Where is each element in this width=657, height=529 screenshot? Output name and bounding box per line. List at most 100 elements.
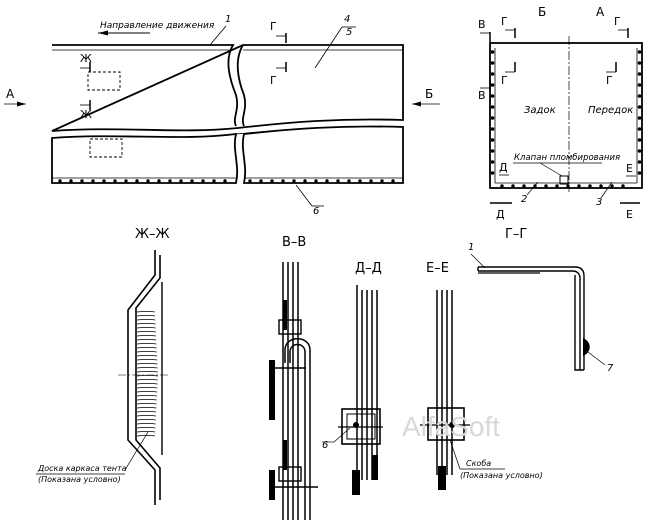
eyelet: [490, 61, 495, 65]
eyelet: [637, 105, 642, 109]
eyelet: [637, 171, 642, 175]
end-view: Б А В В Г Г Г Г Задок Передок Клапан пло…: [478, 5, 643, 242]
weld-bead: [583, 338, 590, 356]
eyelet: [314, 179, 318, 183]
eyelet: [336, 179, 340, 183]
board-grain-line: [136, 407, 157, 409]
board-grain-line: [136, 351, 157, 353]
eyelet: [610, 184, 614, 188]
seal-valve-label: Клапан пломбирования: [514, 153, 620, 163]
eyelet: [544, 184, 548, 188]
tent-board-hatch: [136, 311, 158, 437]
board-grain-line: [136, 331, 156, 333]
eyelet: [500, 184, 504, 188]
board-grain-line: [136, 395, 157, 397]
eyelet: [588, 184, 592, 188]
eyelet: [511, 184, 515, 188]
direction-arrow: [98, 30, 150, 36]
pocket-lower: [89, 138, 123, 158]
eyelet: [369, 179, 373, 183]
end-frame: [489, 42, 643, 189]
board-grain-line: [136, 355, 158, 357]
section-ee-title: Е–Е: [426, 261, 449, 276]
section-gg-title: Г–Г: [505, 227, 527, 242]
eyelet: [555, 184, 559, 188]
end-eyelets: [490, 50, 642, 188]
plan-view: Направление движения 1 4 5: [4, 14, 440, 217]
profile-detail: 1 7: [468, 242, 614, 374]
board-grain-line: [136, 343, 157, 345]
rear-label: Задок: [524, 105, 556, 116]
eyelet: [80, 179, 84, 183]
front-label: Передок: [588, 105, 633, 116]
eyelet: [347, 179, 351, 183]
board-grain-line: [136, 423, 156, 425]
callout-4: 4: [344, 14, 350, 25]
eyelet: [124, 179, 128, 183]
eyelet: [146, 179, 150, 183]
cut-zh-top-label: Ж: [80, 52, 92, 65]
eyelet: [490, 94, 495, 98]
v-top-label: В: [478, 18, 486, 31]
board-grain-line: [136, 371, 158, 373]
eyelet: [223, 179, 227, 183]
eyelet: [637, 61, 642, 65]
eyelet: [621, 184, 625, 188]
d-outer-label: Д: [496, 208, 505, 221]
leader-4: [314, 26, 343, 69]
arrow-b-label: Б: [425, 87, 433, 101]
board-grain-line: [136, 363, 158, 365]
section-d-callout-6: 6: [322, 440, 328, 451]
eyelet: [490, 105, 495, 109]
board-grain-line: [136, 435, 156, 437]
eyelet: [391, 179, 395, 183]
section-d: Д–Д 6: [322, 261, 383, 495]
profile-callout-7: 7: [607, 363, 614, 374]
board-grain-line: [136, 315, 156, 317]
eyelet: [599, 184, 603, 188]
board-grain-line: [136, 391, 158, 393]
section-zh: Ж–Ж Доска каркаса тента (Показана условн…: [36, 227, 170, 505]
board-grain-line: [136, 427, 156, 429]
eyelet: [490, 171, 495, 175]
e-note-line2: (Показана условно): [460, 471, 543, 480]
callout-1: 1: [225, 14, 231, 25]
board-grain-line: [136, 335, 157, 337]
d-inner-label: Д: [499, 161, 508, 174]
eyelet: [212, 179, 216, 183]
seal-valve: [559, 175, 569, 185]
board-grain-line: [136, 411, 157, 413]
zh-note-line2: (Показана условно): [38, 475, 121, 484]
cut-zh-bottom-label: Ж: [80, 108, 92, 121]
board-grain-line: [136, 327, 156, 329]
eyelet: [577, 184, 581, 188]
eyelet: [522, 184, 526, 188]
board-grain-line: [136, 367, 158, 369]
board-grain-line: [136, 383, 158, 385]
eyelet: [281, 179, 285, 183]
cut-g: Г Г: [270, 20, 287, 87]
eyelet: [637, 72, 642, 76]
eyelet: [358, 179, 362, 183]
callout-3: 3: [596, 197, 602, 208]
callout-5: 5: [346, 27, 352, 38]
board-grain-line: [136, 339, 157, 341]
eyelet: [248, 179, 252, 183]
e-note-line1: Скоба: [466, 459, 491, 468]
eyelet: [58, 179, 62, 183]
eyelet: [190, 179, 194, 183]
eyelet: [490, 127, 495, 131]
eyelet: [259, 179, 263, 183]
watermark: AlfaSoft: [402, 411, 500, 442]
eyelet: [91, 179, 95, 183]
cut-g-top-label: Г: [270, 20, 277, 33]
eyelet: [637, 160, 642, 164]
board-grain-line: [136, 323, 156, 325]
eyelet: [157, 179, 161, 183]
g-left-label: Г: [501, 15, 508, 28]
eyelet: [490, 83, 495, 87]
eyelet: [201, 179, 205, 183]
board-grain-line: [136, 387, 158, 389]
eyelet: [303, 179, 307, 183]
zh-note-line1: Доска каркаса тента: [37, 464, 127, 473]
